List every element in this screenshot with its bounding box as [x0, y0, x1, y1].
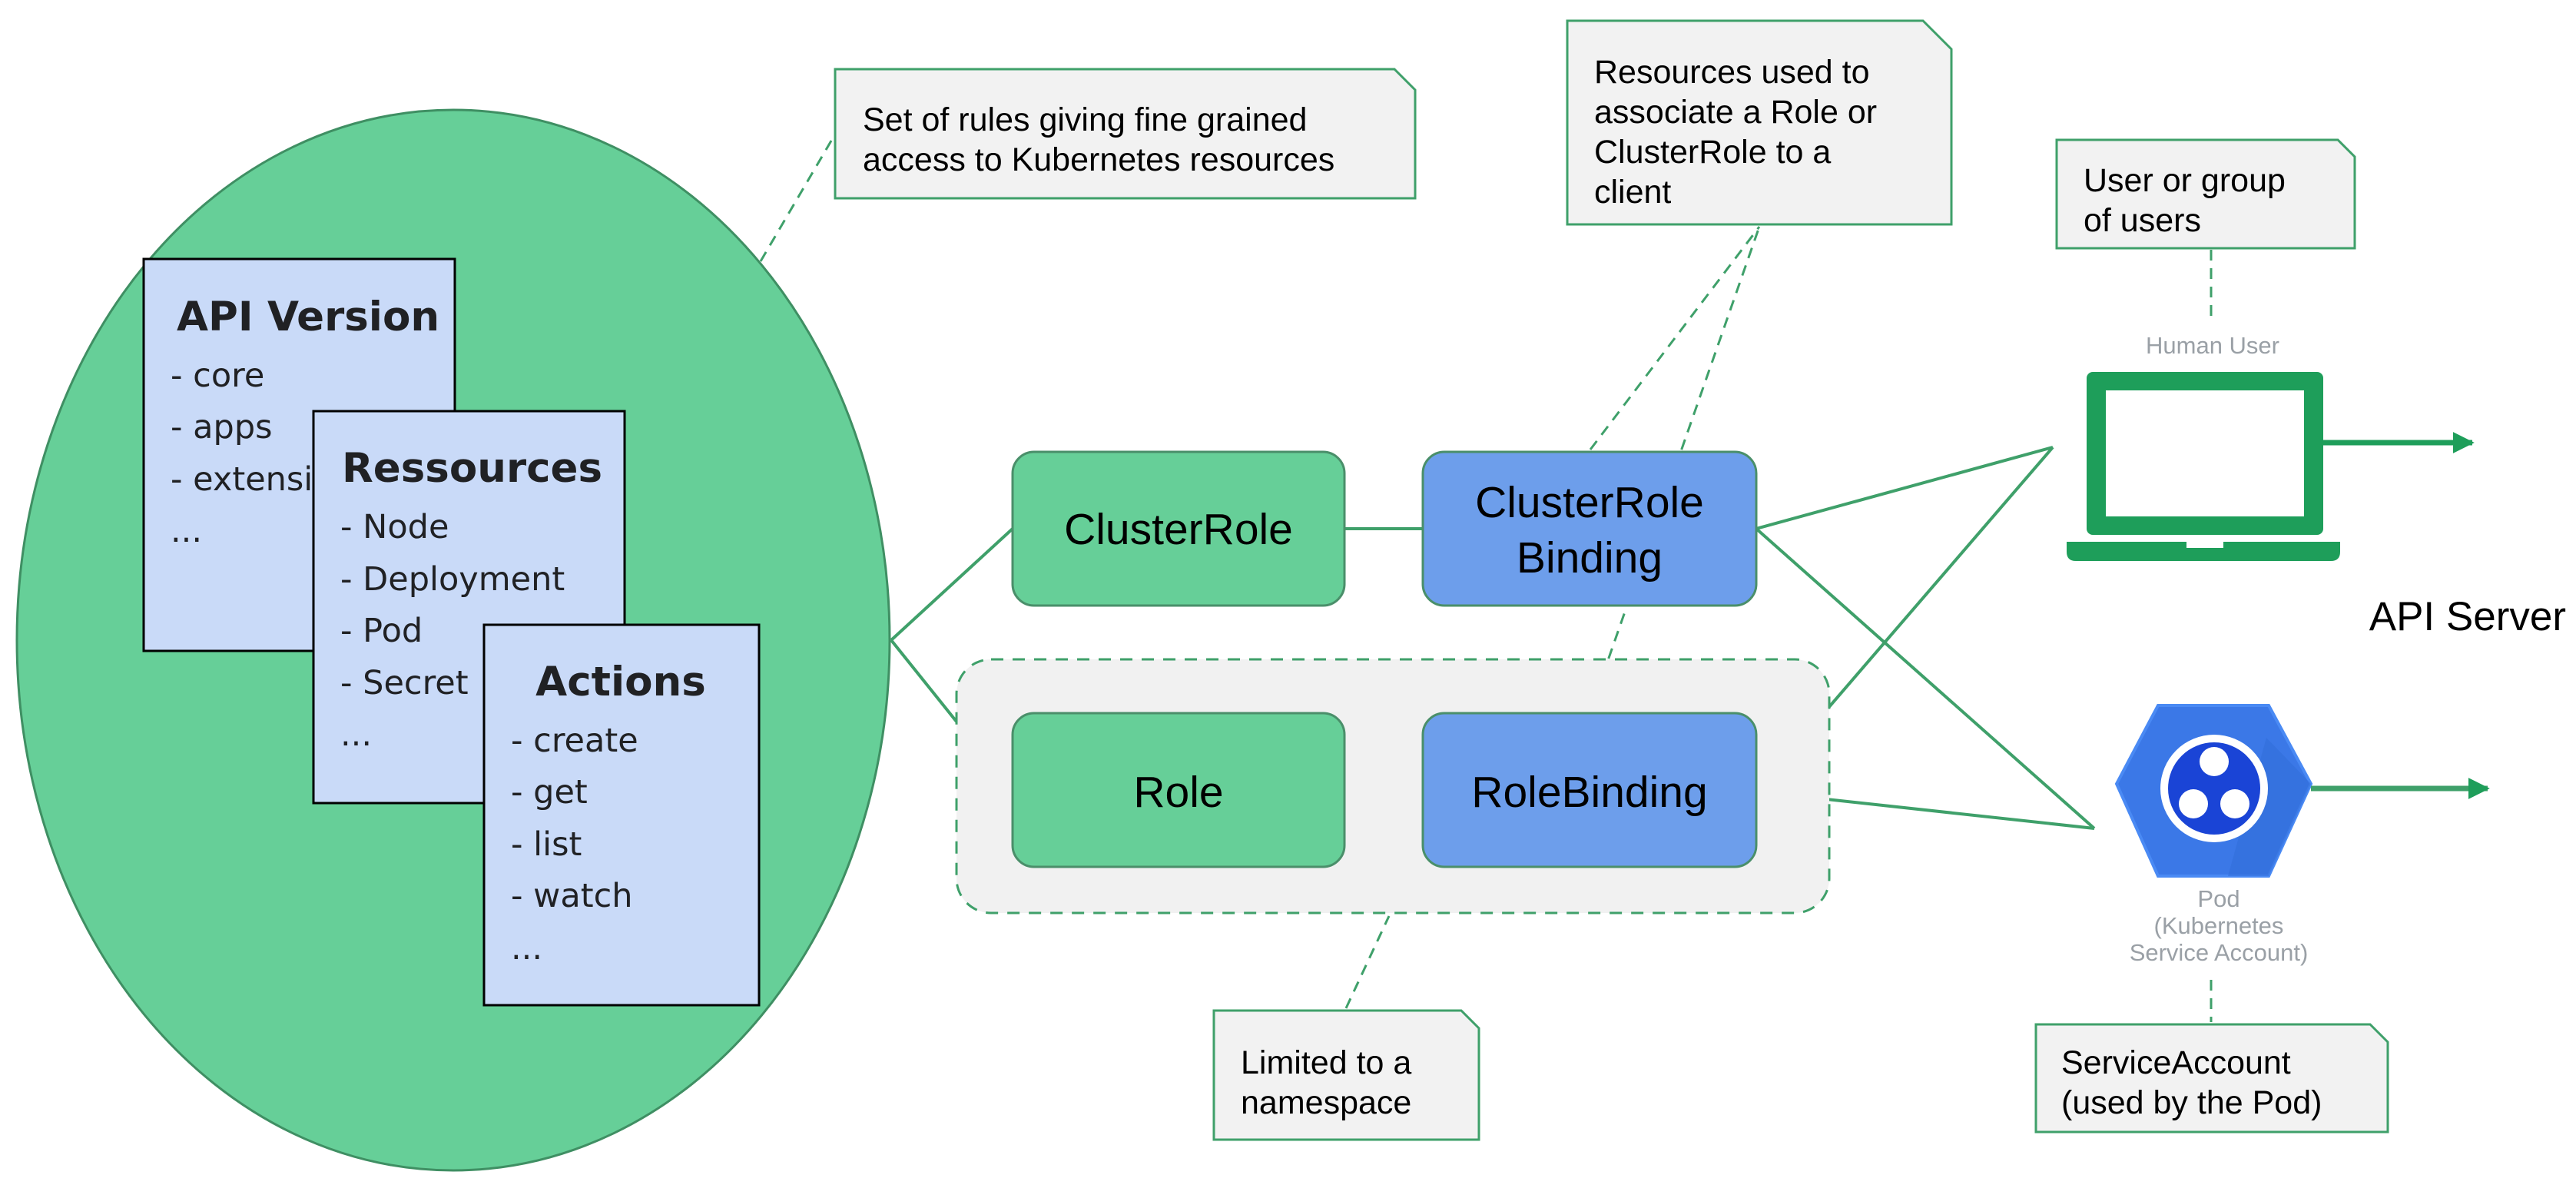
- api-version-item: - core: [171, 357, 264, 395]
- role-binding-node[interactable]: RoleBinding: [1421, 712, 1758, 868]
- api-version-item: - apps: [171, 408, 273, 446]
- cluster-role-binding-label: ClusterRole: [1475, 478, 1704, 527]
- namespace-note-line: namespace: [1241, 1084, 1411, 1121]
- resources-item: - Secret: [340, 664, 469, 702]
- note-leaders: [759, 136, 2213, 1022]
- user-note-line: User or group: [2084, 162, 2286, 199]
- actions-item: - create: [511, 722, 638, 760]
- bindings-note-line: client: [1594, 174, 1671, 211]
- actions-item: - watch: [511, 877, 632, 915]
- pod-label-line: Service Account): [2130, 939, 2309, 966]
- user-note-line: of users: [2084, 202, 2201, 239]
- namespace-note-line: Limited to a: [1241, 1044, 1411, 1081]
- bindings-note: Resources used to associate a Role or Cl…: [1566, 19, 1953, 226]
- actions-card: Actions - create - get - list - watch ..…: [482, 623, 761, 1007]
- resources-item: ...: [340, 715, 372, 754]
- human-user: Human User: [2067, 332, 2475, 561]
- bindings-note-line: associate a Role or: [1594, 94, 1877, 131]
- cluster-role-label: ClusterRole: [1064, 505, 1293, 554]
- pod-label-line: (Kubernetes: [2154, 912, 2284, 939]
- rules-note: Set of rules giving fine grained access …: [834, 68, 1417, 200]
- role-binding-label: RoleBinding: [1471, 768, 1707, 817]
- bindings-note-leader-1: [1589, 226, 1761, 450]
- namespace-note-leader: [1344, 915, 1391, 1009]
- pod-label-line: Pod: [2197, 885, 2239, 912]
- cluster-role-binding-label: Binding: [1517, 533, 1663, 583]
- api-server-label: API Server: [2369, 594, 2566, 639]
- human-user-label: Human User: [2146, 332, 2279, 359]
- api-version-item: ...: [171, 512, 202, 550]
- crb-to-user-line: [1755, 446, 2054, 530]
- resources-card: Ressources - Node - Deployment - Pod - S…: [312, 410, 626, 805]
- laptop-icon: [2067, 372, 2340, 561]
- actions-title: Actions: [535, 659, 706, 705]
- resources-item: - Deployment: [340, 560, 565, 599]
- bindings-note-line: Resources used to: [1594, 54, 1870, 91]
- role-node[interactable]: Role: [1011, 712, 1346, 868]
- role-label: Role: [1133, 768, 1223, 817]
- bindings-note-leader-2: [1589, 226, 1761, 712]
- api-version-title: API Version: [177, 294, 439, 340]
- api-version-item: - extensi: [171, 460, 313, 499]
- rules-note-line: access to Kubernetes resources: [863, 141, 1334, 178]
- pod: Pod (Kubernetes Service Account): [2114, 704, 2490, 966]
- actions-item: ...: [511, 929, 542, 968]
- rules-note-leader: [759, 136, 835, 262]
- resources-item: - Pod: [340, 612, 423, 650]
- service-account-note-line: (used by the Pod): [2061, 1084, 2322, 1121]
- rules-note-line: Set of rules giving fine grained: [863, 101, 1307, 138]
- ellipse-to-clusterrole-line: [890, 527, 1014, 642]
- bindings-note-line: ClusterRole to a: [1594, 134, 1831, 171]
- pod-hexagon-icon: [2114, 704, 2313, 878]
- user-note: User or group of users: [2055, 138, 2356, 250]
- service-account-note-line: ServiceAccount: [2061, 1044, 2291, 1081]
- cluster-role-node[interactable]: ClusterRole: [1011, 450, 1346, 607]
- cluster-role-binding-node[interactable]: ClusterRole Binding: [1421, 450, 1758, 607]
- actions-item: - list: [511, 825, 582, 864]
- resources-item: - Node: [340, 508, 449, 546]
- resources-title: Ressources: [342, 445, 602, 492]
- namespace-note: Limited to a namespace: [1212, 1009, 1480, 1141]
- service-account-note: ServiceAccount (used by the Pod): [2034, 1023, 2389, 1134]
- crb-to-pod-line: [1755, 527, 2096, 830]
- actions-item: - get: [511, 773, 588, 812]
